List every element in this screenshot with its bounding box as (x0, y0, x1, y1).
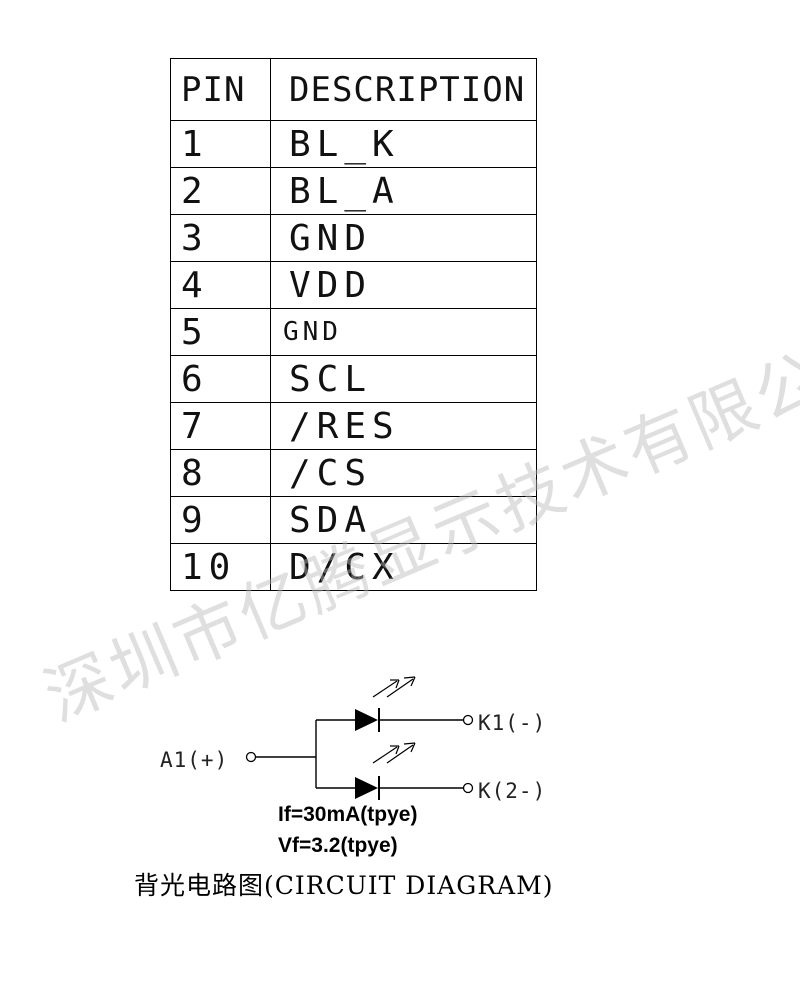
table-row: 2 BL_A (170, 167, 537, 215)
pin-description: SDA (270, 496, 537, 544)
description-column-header: DESCRIPTION (270, 58, 537, 121)
pin-number: 9 (170, 496, 271, 544)
cathode-1-terminal (462, 714, 474, 726)
table-header-row: PIN DESCRIPTION (170, 58, 537, 121)
led-1-emission-arrows-icon (372, 676, 416, 698)
diagram-caption: 背光电路图(CIRCUIT DIAGRAM) (134, 871, 554, 900)
pin-number: 5 (170, 308, 271, 356)
table-row: 1 BL_K (170, 120, 537, 168)
pin-number: 2 (170, 167, 271, 215)
led-1 (316, 676, 463, 732)
pin-number: 10 (170, 543, 271, 591)
pin-description: D/CX (270, 543, 537, 591)
pin-number: 6 (170, 355, 271, 403)
led-1-diode-icon (355, 709, 378, 731)
pin-number: 1 (170, 120, 271, 168)
table-row: 6 SCL (170, 355, 537, 403)
pin-number: 4 (170, 261, 271, 309)
pin-description: /RES (270, 402, 537, 450)
led-2-emission-arrows-icon (372, 742, 416, 764)
cathode-1-label: K1(-) (478, 711, 546, 735)
table-row: 3 GND (170, 214, 537, 262)
pin-description: BL_K (270, 120, 537, 168)
forward-voltage-spec: Vf=3.2(tpye) (278, 834, 398, 857)
backlight-circuit-diagram: A1(+) K1(-) K(2-) (160, 676, 546, 803)
cathode-2-terminal (462, 782, 474, 794)
table-row: 7 /RES (170, 402, 537, 450)
pin-description: BL_A (270, 167, 537, 215)
pin-description: GND (270, 308, 537, 356)
pin-description: VDD (270, 261, 537, 309)
table-row: 4 VDD (170, 261, 537, 309)
pin-number: 7 (170, 402, 271, 450)
table-row: 5 GND (170, 308, 537, 356)
cathode-2-label: K(2-) (478, 779, 546, 803)
anode-terminal (245, 751, 257, 763)
pin-description: /CS (270, 449, 537, 497)
pin-number: 8 (170, 449, 271, 497)
pin-description: GND (270, 214, 537, 262)
pin-column-header: PIN (170, 58, 271, 121)
pin-description: SCL (270, 355, 537, 403)
table-row: 8 /CS (170, 449, 537, 497)
pin-table: PIN DESCRIPTION 1 BL_K 2 BL_A 3 GND 4 VD… (170, 58, 537, 591)
pin-number: 3 (170, 214, 271, 262)
forward-current-spec: If=30mA(tpye) (278, 803, 418, 826)
table-row: 10 D/CX (170, 543, 537, 591)
led-2-diode-icon (355, 777, 378, 799)
anode-label: A1(+) (160, 748, 228, 772)
table-row: 9 SDA (170, 496, 537, 544)
led-2 (316, 742, 463, 800)
